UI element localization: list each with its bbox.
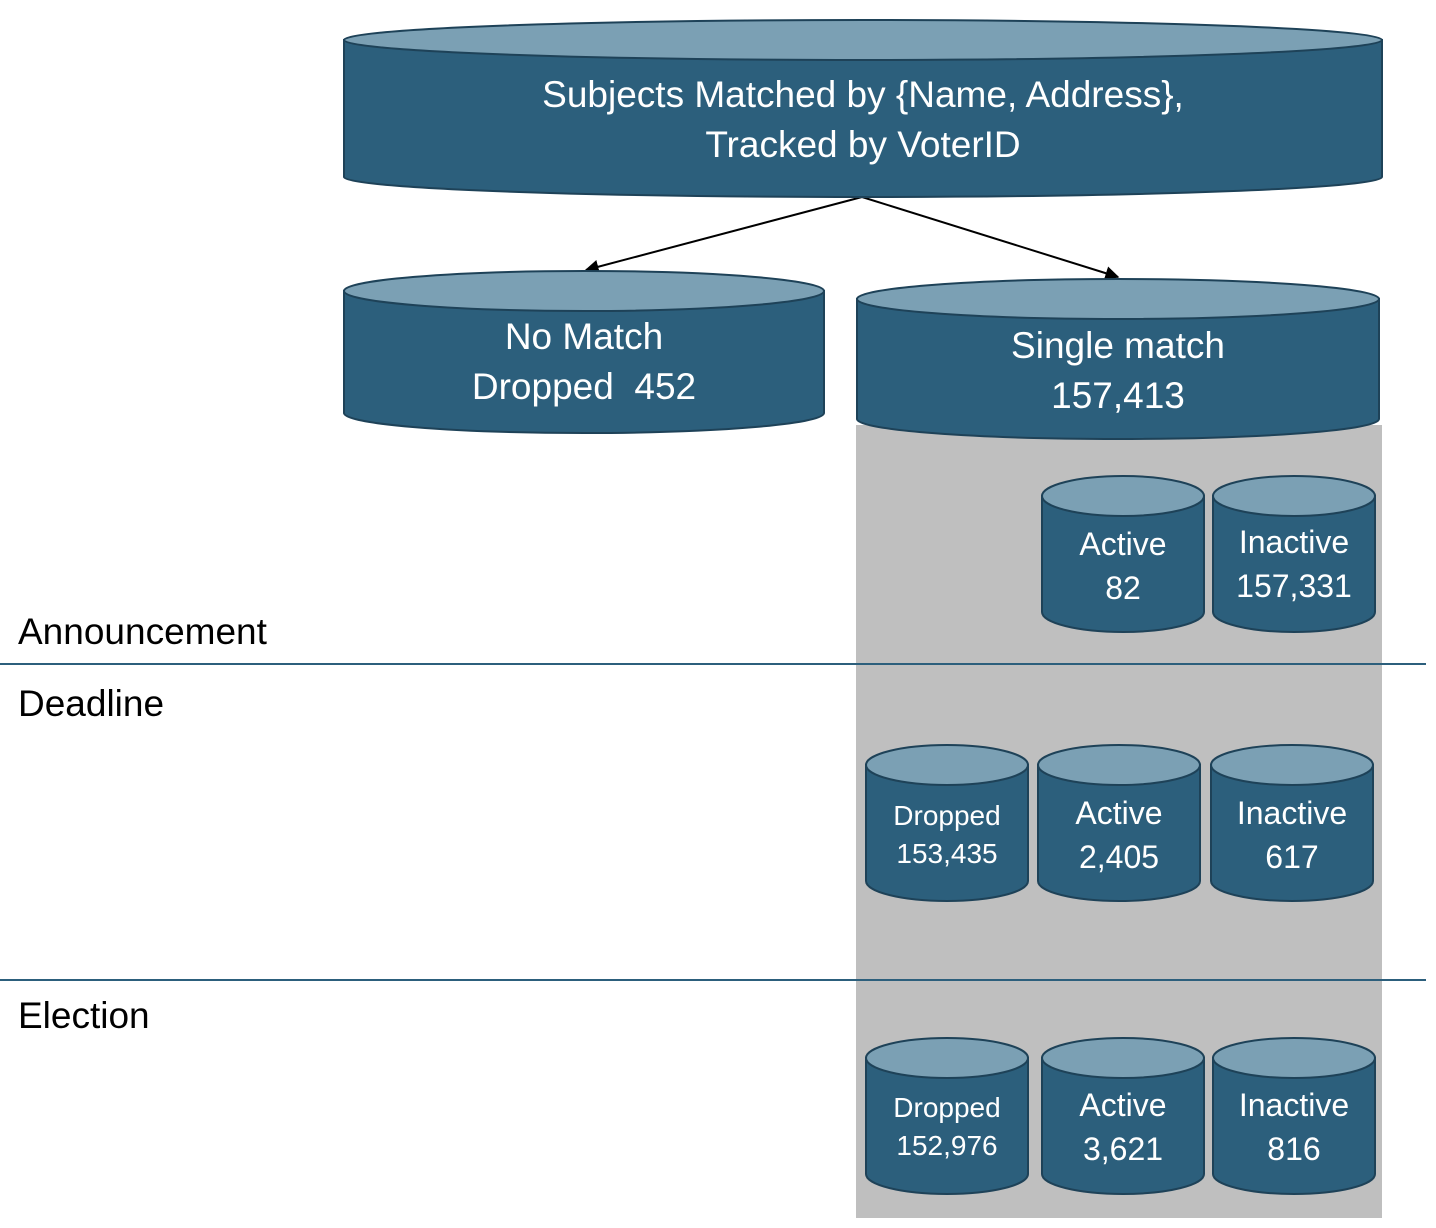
cylinder-single-match [856, 278, 1380, 440]
single-match-label: Single match 157,413 [857, 321, 1379, 421]
top-node-line1: Subjects Matched by {Name, Address}, [542, 74, 1184, 115]
election-active-count: 3,621 [1082, 1131, 1164, 1167]
arrow-to-single-match [861, 196, 1120, 280]
stage-label-announcement: Announcement [18, 611, 267, 652]
divider-announcement-deadline [0, 663, 1426, 665]
single-match-line1: Single match [1011, 325, 1225, 366]
announcement-active-title: Active [1079, 526, 1167, 562]
cylinder-deadline-active [1037, 744, 1201, 902]
top-node-line2: Tracked by VoterID [705, 124, 1021, 165]
election-dropped-label: Dropped 152,976 [866, 1089, 1028, 1165]
deadline-active-label: Active 2,405 [1038, 791, 1200, 879]
election-active-label: Active 3,621 [1042, 1083, 1204, 1171]
election-dropped-count: 152,976 [896, 1130, 998, 1161]
deadline-dropped-count: 153,435 [896, 838, 998, 869]
deadline-dropped-label: Dropped 153,435 [866, 797, 1028, 873]
divider-deadline-election [0, 979, 1426, 981]
cylinder-deadline-dropped [865, 744, 1029, 902]
single-match-count: 157,413 [1051, 375, 1185, 416]
cylinder-election-dropped [865, 1037, 1029, 1195]
cylinder-top-node [343, 19, 1383, 198]
cylinder-announcement-inactive [1212, 475, 1376, 633]
cylinder-deadline-inactive [1210, 744, 1374, 902]
deadline-inactive-count: 617 [1265, 839, 1319, 875]
no-match-line1: No Match [504, 316, 664, 357]
stage-label-election: Election [18, 995, 150, 1036]
cylinder-election-inactive [1212, 1037, 1376, 1195]
announcement-active-label: Active 82 [1042, 522, 1204, 610]
no-match-line2: Dropped 452 [471, 366, 697, 407]
announcement-inactive-count: 157,331 [1236, 568, 1352, 604]
announcement-active-count: 82 [1105, 570, 1141, 606]
election-inactive-label: Inactive 816 [1213, 1083, 1375, 1171]
arrow-to-no-match [584, 196, 863, 274]
deadline-inactive-title: Inactive [1236, 795, 1348, 831]
election-dropped-title: Dropped [893, 1092, 1001, 1123]
deadline-active-count: 2,405 [1078, 839, 1160, 875]
announcement-inactive-label: Inactive 157,331 [1213, 520, 1375, 608]
announcement-inactive-title: Inactive [1238, 524, 1350, 560]
election-inactive-count: 816 [1267, 1131, 1321, 1167]
cylinder-no-match [343, 270, 825, 434]
election-active-title: Active [1079, 1087, 1167, 1123]
cylinder-election-active [1041, 1037, 1205, 1195]
deadline-active-title: Active [1075, 795, 1163, 831]
deadline-inactive-label: Inactive 617 [1211, 791, 1373, 879]
cylinder-announcement-active [1041, 475, 1205, 633]
deadline-dropped-title: Dropped [893, 800, 1001, 831]
no-match-label: No Match Dropped 452 [344, 312, 824, 412]
stage-label-deadline: Deadline [18, 683, 165, 724]
election-inactive-title: Inactive [1238, 1087, 1350, 1123]
top-node-label: Subjects Matched by {Name, Address}, Tra… [344, 70, 1382, 170]
